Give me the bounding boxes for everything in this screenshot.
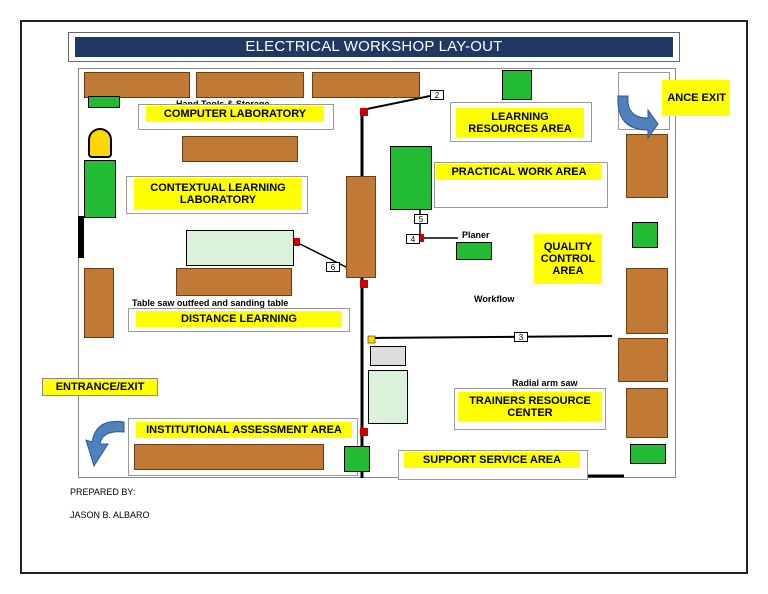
left-bench	[84, 268, 114, 338]
outfeed-table	[176, 268, 292, 296]
bench-top-3	[312, 72, 420, 98]
junction-node	[367, 335, 376, 344]
distance-learning-label: DISTANCE LEARNING	[136, 311, 342, 327]
dust-collector-icon	[630, 444, 666, 464]
workflow-marker-2: 2	[430, 90, 444, 100]
right-bench-1	[626, 134, 668, 198]
scroll-saw-icon	[368, 370, 408, 424]
assessment-label: INSTITUTIONAL ASSESSMENT AREA	[136, 422, 352, 438]
junction-node	[360, 428, 368, 436]
workflow-marker-5: 5	[414, 214, 428, 224]
quality-control-label: QUALITY CONTROL AREA	[534, 234, 602, 284]
table-saw-icon	[186, 230, 294, 266]
junction-node	[360, 108, 368, 116]
drill-press-icon	[88, 128, 112, 158]
workflow-note: Workflow	[474, 294, 515, 304]
right-machine-icon	[632, 222, 658, 248]
vise-icon	[344, 446, 370, 472]
contextual-lab-label: CONTEXTUAL LEARNING LABORATORY	[134, 178, 302, 210]
small-machine-icon	[88, 96, 120, 108]
planer-icon	[456, 242, 492, 260]
bandsaw-icon	[390, 146, 432, 210]
learning-resources-label: LEARNING RESOURCES AREA	[456, 108, 584, 138]
radial-arm-saw-note: Radial arm saw	[512, 378, 578, 388]
exit-arrow-icon	[617, 95, 659, 140]
title-box: ELECTRICAL WORKSHOP LAY-OUT	[68, 32, 680, 62]
page-title: ELECTRICAL WORKSHOP LAY-OUT	[75, 37, 673, 57]
practical-work-label: PRACTICAL WORK AREA	[436, 164, 602, 180]
entrance-arrow-icon	[85, 420, 125, 468]
sander-icon	[370, 346, 406, 366]
jointer-icon	[502, 70, 532, 100]
radial-saw-table	[618, 338, 668, 382]
right-bench-3	[626, 388, 668, 438]
table-saw-note: Table saw outfeed and sanding table	[132, 298, 289, 308]
junction-node	[416, 234, 424, 242]
preparer-name: JASON B. ALBARO	[70, 510, 150, 520]
page-frame	[20, 20, 748, 574]
support-service-label: SUPPORT SERVICE AREA	[404, 452, 580, 468]
right-entrance-label: ANCE EXIT	[662, 80, 730, 116]
workflow-marker-3: 3	[514, 332, 528, 342]
bench-top-1	[84, 72, 190, 98]
left-wall-door	[78, 216, 84, 258]
lathe-icon	[84, 160, 116, 218]
junction-node	[292, 238, 300, 246]
left-entrance-label: ENTRANCE/EXIT	[42, 378, 158, 396]
prepared-by: PREPARED BY:	[70, 487, 136, 497]
workflow-marker-4: 4	[406, 234, 420, 244]
junction-node	[360, 280, 368, 288]
right-bench-2	[626, 268, 668, 334]
line-to-3	[371, 335, 613, 339]
bench-top-2	[196, 72, 304, 98]
line-to-2	[361, 95, 431, 111]
trainers-label: TRAINERS RESOURCE CENTER	[458, 392, 602, 422]
assessment-bench	[134, 444, 324, 470]
computer-lab-label: COMPUTER LABORATORY	[146, 106, 324, 122]
line-to-6	[295, 241, 353, 271]
center-bench	[346, 176, 376, 278]
planer-note: Planer	[462, 230, 490, 240]
workflow-marker-6: 6	[326, 262, 340, 272]
computer-lab-bench	[182, 136, 298, 162]
